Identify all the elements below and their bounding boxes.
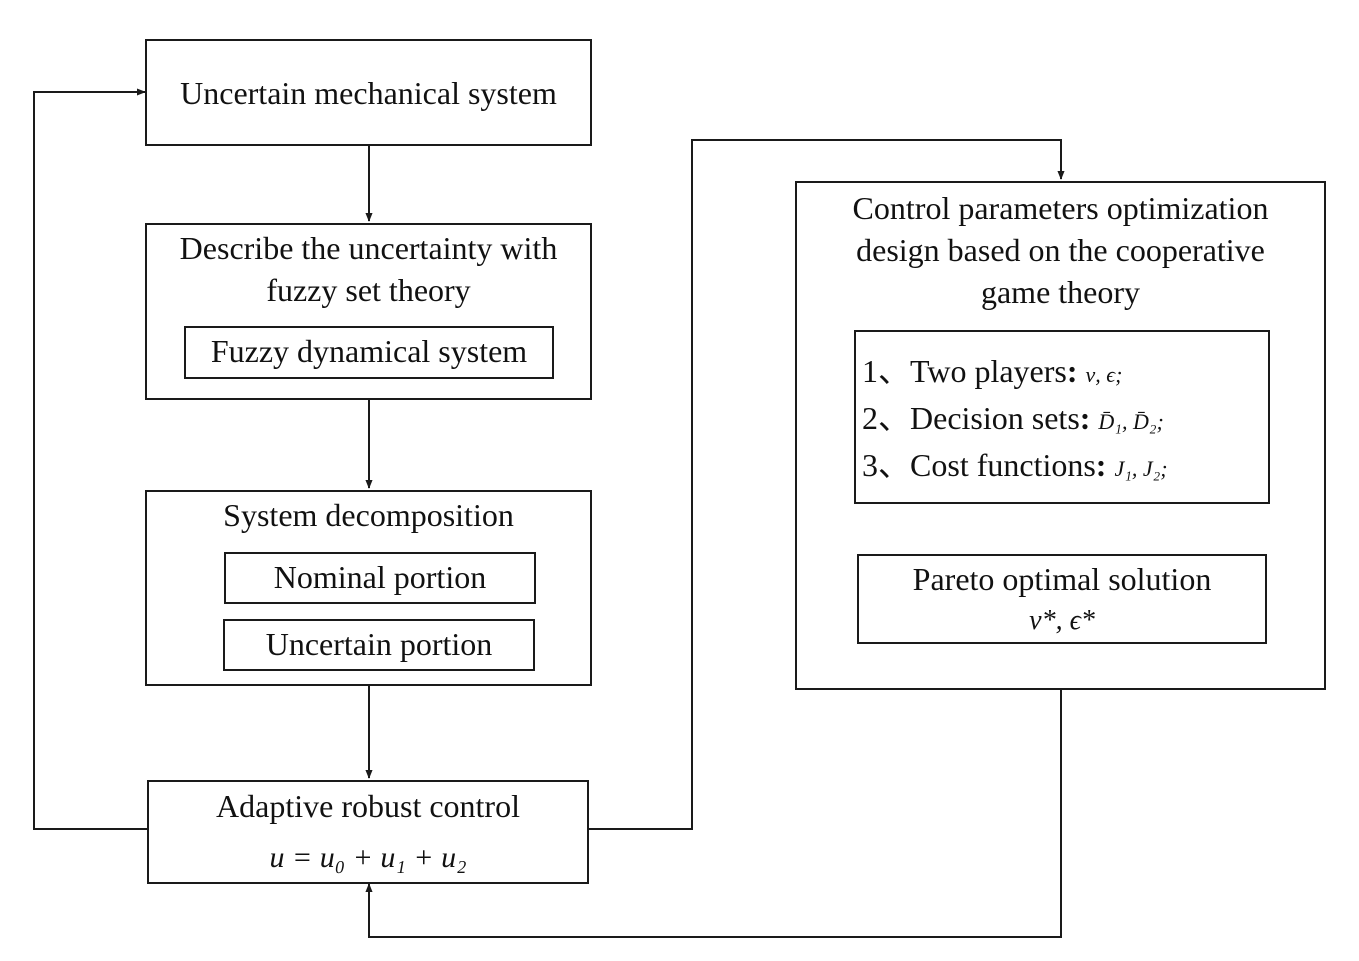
control-formula: u = u₀ + u₁ + u₂ <box>269 841 467 874</box>
system-decomposition-box: System decomposition Nominal portion Unc… <box>145 490 592 686</box>
game-definition-list-box: 1、Two players: ν, ϵ; 2、Decision sets: D̄… <box>854 330 1270 504</box>
optim-line-3: game theory <box>980 274 1141 310</box>
uncertain-mechanical-system-box: Uncertain mechanical system <box>145 39 592 146</box>
optimization-design-box: Control parameters optimization design b… <box>795 181 1326 690</box>
adaptive-robust-control-box: Adaptive robust control u = u₀ + u₁ + u₂ <box>147 780 589 884</box>
list-item-decision-sets: 2、Decision sets: D̄₁, D̄₂; <box>862 400 1164 436</box>
list-item-players: 1、Two players: ν, ϵ; <box>862 353 1123 389</box>
nominal-portion-box: Nominal portion <box>224 552 536 604</box>
optim-line-2: design based on the cooperative <box>856 232 1265 268</box>
arrow-control-to-optim <box>589 139 1065 830</box>
pareto-value: ν*, ϵ* <box>1029 605 1095 636</box>
optim-line-1: Control parameters optimization <box>852 190 1269 226</box>
fuzzy-line-2: fuzzy set theory <box>266 272 471 308</box>
decomposition-title: System decomposition <box>223 497 514 533</box>
control-title: Adaptive robust control <box>216 788 520 824</box>
pareto-solution-box: Pareto optimal solution ν*, ϵ* <box>857 554 1267 644</box>
uncertain-portion-box: Uncertain portion <box>223 619 535 671</box>
list-item-cost-functions: 3、Cost functions: J₁, J₂; <box>862 447 1168 483</box>
system-title: Uncertain mechanical system <box>180 75 557 111</box>
fuzzy-dynamical-system-box: Fuzzy dynamical system <box>184 326 554 379</box>
feedback-arrow-control-to-system <box>33 88 147 830</box>
fuzzy-description-box: Describe the uncertainty with fuzzy set … <box>145 223 592 400</box>
feedback-arrow-pareto-to-control <box>365 641 1062 938</box>
fuzzy-line-1: Describe the uncertainty with <box>179 230 558 266</box>
pareto-title: Pareto optimal solution <box>912 561 1212 597</box>
